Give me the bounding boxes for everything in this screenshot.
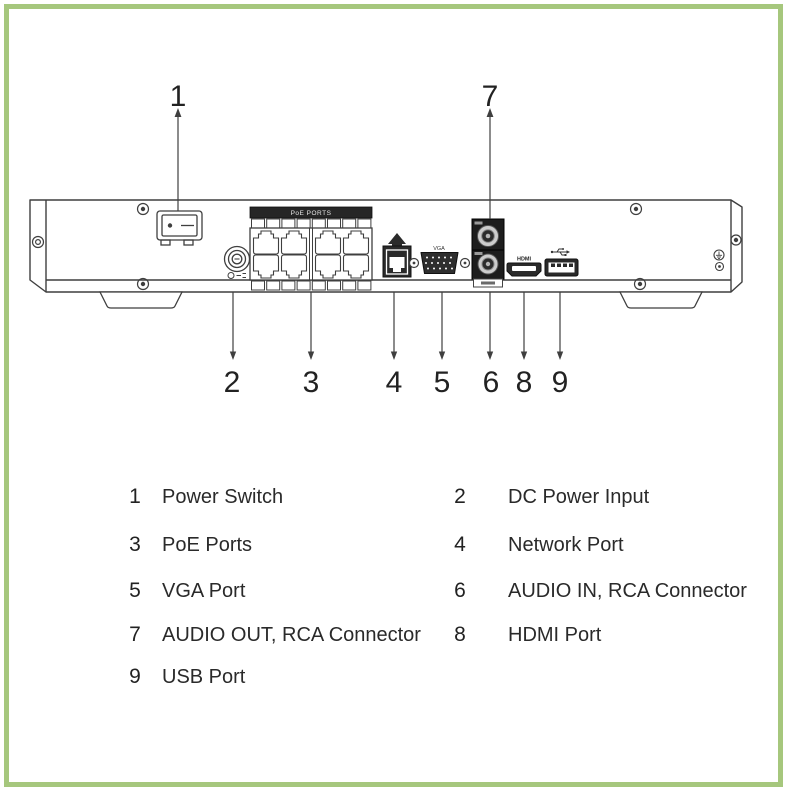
- callout-number-7: 7: [482, 80, 499, 113]
- polarity-icon: [227, 272, 246, 279]
- mounting-feet: [98, 291, 704, 309]
- legend-number: 7: [129, 623, 141, 646]
- panel-screws: [31, 202, 742, 291]
- audio-in-rca: [471, 249, 505, 288]
- legend-label: HDMI Port: [508, 624, 602, 646]
- flange-screw-left: [31, 235, 45, 249]
- page-border: [4, 4, 783, 787]
- legend-number: 3: [129, 533, 141, 556]
- callout-number-5: 5: [434, 366, 451, 399]
- legend-number: 4: [454, 533, 466, 556]
- callout-number-2: 2: [224, 366, 241, 399]
- vga-pins: [425, 256, 453, 270]
- legend-number: 2: [454, 485, 466, 508]
- legend-number: 6: [454, 579, 466, 602]
- legend-label: VGA Port: [162, 580, 246, 602]
- legend-number: 9: [129, 665, 141, 688]
- callout-number-4: 4: [386, 366, 403, 399]
- vga-port: VGA: [408, 246, 471, 274]
- callout-number-6: 6: [483, 366, 500, 399]
- legend-label: DC Power Input: [508, 486, 650, 508]
- legend-label: AUDIO OUT, RCA Connector: [162, 624, 421, 646]
- legend-label: PoE Ports: [162, 534, 253, 556]
- ground-icon: [716, 251, 722, 260]
- legend-number: 5: [129, 579, 141, 602]
- callout-number-3: 3: [303, 366, 320, 399]
- legend-label: Power Switch: [162, 486, 284, 508]
- vga-label: VGA: [433, 246, 445, 252]
- poe-ports-label: PoE PORTS: [291, 210, 332, 217]
- poe-bottom-tabs: [251, 280, 372, 291]
- poe-ports-block: PoE PORTS: [249, 206, 373, 291]
- foot-left: [98, 291, 184, 309]
- callout-lines: [174, 108, 564, 360]
- legend-number: 1: [129, 485, 141, 508]
- usb-port: [544, 248, 579, 277]
- legend-number: 8: [454, 623, 466, 646]
- poe-header-bar: [249, 206, 373, 219]
- dc-power-input: [223, 245, 251, 279]
- poe-top-tabs: [251, 218, 372, 229]
- hdmi-port: HDMI: [506, 257, 542, 277]
- flange-screw-right: [730, 234, 742, 246]
- legend-label: Network Port: [508, 534, 624, 556]
- usb-contacts: [551, 263, 573, 267]
- callout-number-1: 1: [170, 80, 187, 113]
- power-switch: [156, 210, 203, 246]
- callout-number-9: 9: [552, 366, 569, 399]
- legend-label: AUDIO IN, RCA Connector: [508, 580, 747, 602]
- legend-label: USB Port: [162, 666, 246, 688]
- hdmi-label: HDMI: [517, 257, 532, 263]
- foot-right: [618, 291, 704, 309]
- network-port: [382, 233, 412, 278]
- callout-number-8: 8: [516, 366, 533, 399]
- ground-terminal: [713, 249, 725, 272]
- audio-out-rca: [471, 218, 505, 251]
- usb-icon: [550, 248, 570, 256]
